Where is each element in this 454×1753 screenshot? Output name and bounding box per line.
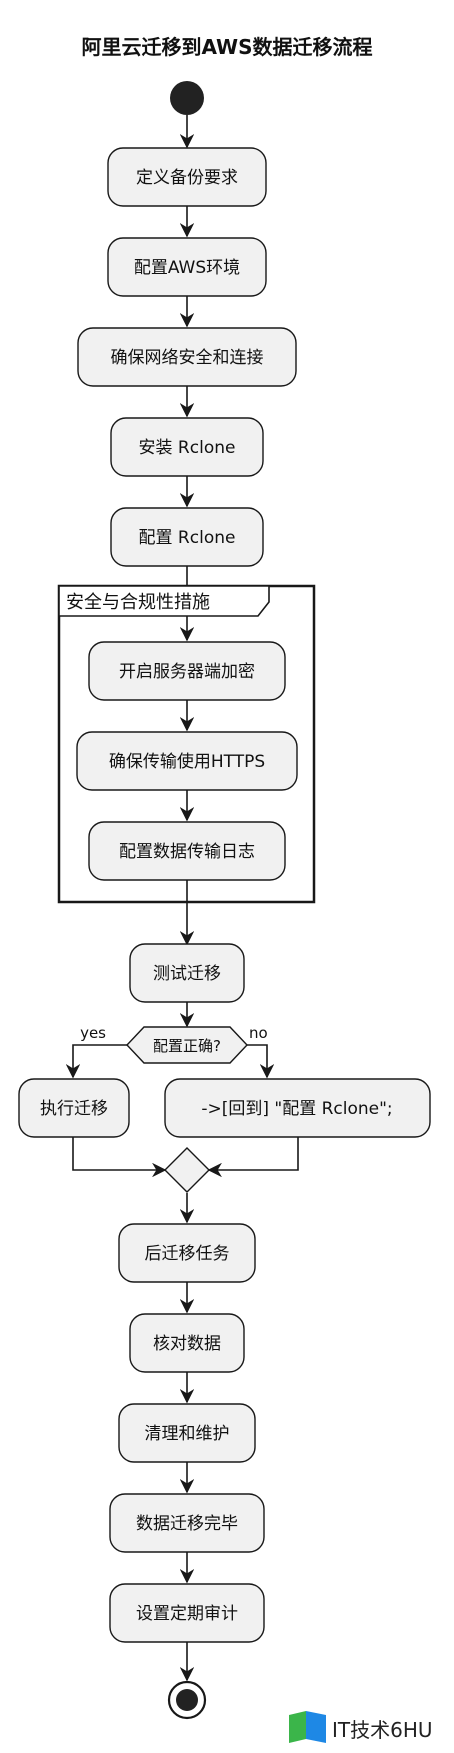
svg-text:定义备份要求: 定义备份要求 xyxy=(136,168,238,188)
svg-text:->[回到] "配置 Rclone";: ->[回到] "配置 Rclone"; xyxy=(201,1099,392,1119)
svg-text:安装 Rclone: 安装 Rclone xyxy=(139,438,236,458)
step-ensure-network: 确保网络安全和连接 xyxy=(77,327,297,387)
svg-text:设置定期审计: 设置定期审计 xyxy=(136,1604,238,1624)
watermark-text: IT技术6HU xyxy=(332,1718,433,1742)
decision-node: 配置正确? yes no xyxy=(80,1024,268,1064)
watermark: IT技术6HU xyxy=(289,1711,433,1743)
step-ensure-https: 确保传输使用HTTPS xyxy=(76,731,298,791)
svg-text:后迁移任务: 后迁移任务 xyxy=(145,1244,230,1264)
step-goto-configure: ->[回到] "配置 Rclone"; xyxy=(164,1078,431,1138)
step-install-rclone: 安装 Rclone xyxy=(110,417,264,477)
decision-yes-label: yes xyxy=(80,1024,106,1042)
svg-text:配置数据传输日志: 配置数据传输日志 xyxy=(119,842,255,862)
step-execute-migration: 执行迁移 xyxy=(18,1078,130,1138)
start-node xyxy=(170,81,204,115)
svg-text:开启服务器端加密: 开启服务器端加密 xyxy=(119,662,255,682)
svg-text:配置AWS环境: 配置AWS环境 xyxy=(134,258,240,278)
svg-text:清理和维护: 清理和维护 xyxy=(145,1424,230,1444)
group-label: 安全与合规性措施 xyxy=(66,592,210,613)
svg-text:执行迁移: 执行迁移 xyxy=(40,1099,108,1119)
step-complete: 数据迁移完毕 xyxy=(109,1493,265,1553)
svg-text:核对数据: 核对数据 xyxy=(153,1334,221,1354)
svg-text:确保网络安全和连接: 确保网络安全和连接 xyxy=(111,348,264,368)
svg-text:测试迁移: 测试迁移 xyxy=(153,964,221,984)
svg-text:确保传输使用HTTPS: 确保传输使用HTTPS xyxy=(109,751,265,772)
step-enable-encryption: 开启服务器端加密 xyxy=(88,641,286,701)
step-verify-data: 核对数据 xyxy=(129,1313,245,1373)
step-configure-rclone: 配置 Rclone xyxy=(110,507,264,567)
diagram-title: 阿里云迁移到AWS数据迁移流程 xyxy=(81,35,372,59)
security-group-frame: 安全与合规性措施 xyxy=(57,584,316,904)
decision-question: 配置正确? xyxy=(153,1037,221,1055)
step-schedule-audit: 设置定期审计 xyxy=(109,1583,265,1643)
step-cleanup: 清理和维护 xyxy=(118,1403,256,1463)
step-define-backup: 定义备份要求 xyxy=(107,147,267,207)
step-configure-logs: 配置数据传输日志 xyxy=(88,821,286,881)
merge-node xyxy=(164,1147,210,1193)
step-test-migration: 测试迁移 xyxy=(129,943,245,1003)
decision-no-label: no xyxy=(249,1024,268,1042)
book-logo-icon xyxy=(289,1711,326,1743)
step-post-migration: 后迁移任务 xyxy=(118,1223,256,1283)
svg-text:数据迁移完毕: 数据迁移完毕 xyxy=(136,1514,238,1534)
svg-text:配置 Rclone: 配置 Rclone xyxy=(139,528,236,548)
end-node xyxy=(167,1680,207,1720)
step-configure-aws: 配置AWS环境 xyxy=(107,237,267,297)
